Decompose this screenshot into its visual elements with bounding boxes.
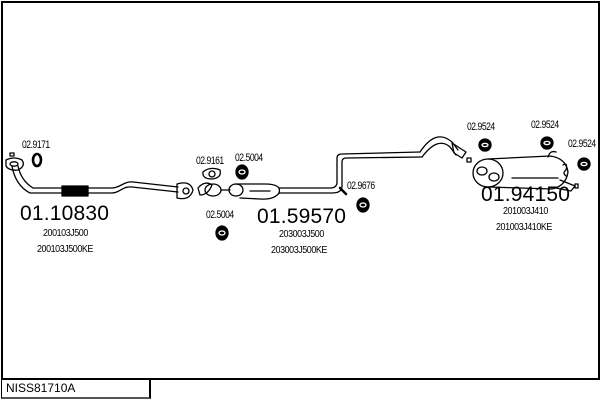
accessory-gasket-02-9171 bbox=[31, 152, 43, 168]
accessory-hanger-02-5004-bottom bbox=[215, 225, 229, 241]
oem-number: 203003J500KE bbox=[271, 244, 327, 256]
oem-number: 201003J410KE bbox=[496, 221, 552, 233]
part-number-front-pipe: 01.10830 bbox=[20, 202, 110, 225]
oem-number: 203003J500 bbox=[279, 228, 324, 240]
accessory-number: 02.5004 bbox=[235, 152, 263, 164]
diagram-code: NISS81710A bbox=[6, 381, 76, 395]
accessory-number: 02.9171 bbox=[22, 139, 50, 151]
accessory-hanger-02-9524-a bbox=[478, 138, 492, 152]
rear-muffler bbox=[466, 150, 579, 192]
oem-number: 200103J500KE bbox=[37, 243, 93, 255]
accessory-number: 02.9676 bbox=[347, 180, 375, 192]
diagram-frame bbox=[1, 1, 600, 380]
diagram-code-box: NISS81710A bbox=[1, 378, 151, 399]
oem-number: 201003J410 bbox=[503, 205, 548, 217]
accessory-number: 02.9524 bbox=[531, 119, 559, 131]
center-pipe bbox=[197, 136, 467, 200]
part-number-center-pipe: 01.59570 bbox=[257, 205, 347, 228]
accessory-number: 02.9161 bbox=[196, 155, 224, 167]
accessory-hanger-02-5004-top bbox=[235, 164, 249, 180]
accessory-gasket-02-9161 bbox=[202, 167, 221, 180]
accessory-hanger-02-9524-b bbox=[540, 136, 554, 150]
accessory-number: 02.5004 bbox=[206, 209, 234, 221]
accessory-number: 02.9524 bbox=[467, 121, 495, 133]
part-number-rear-muffler: 01.94150 bbox=[481, 183, 571, 206]
front-pipe bbox=[5, 152, 194, 200]
accessory-number: 02.9524 bbox=[568, 138, 596, 150]
accessory-hanger-02-9524-c bbox=[577, 157, 591, 171]
oem-number: 200103J500 bbox=[43, 227, 88, 239]
accessory-hanger-02-9676 bbox=[356, 197, 370, 213]
